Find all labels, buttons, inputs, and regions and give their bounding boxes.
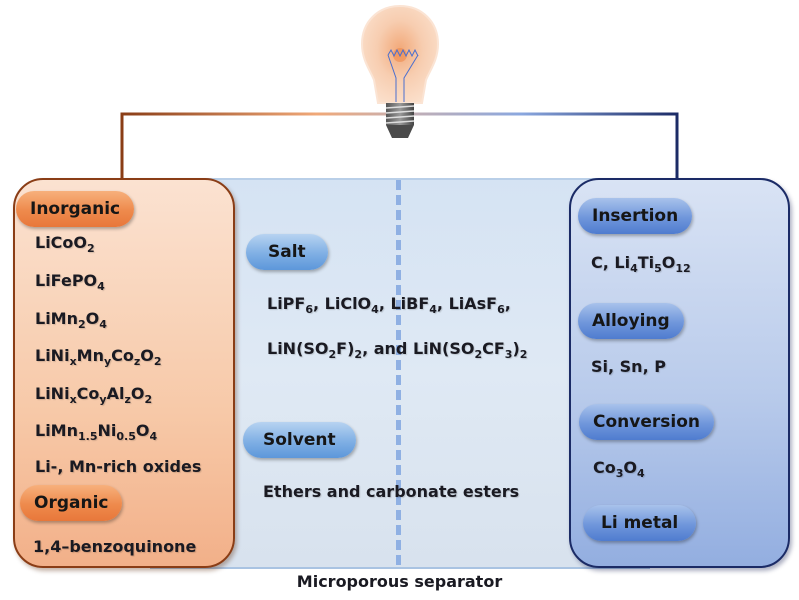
- anode-group-li-metal-label: Li metal: [583, 505, 697, 541]
- cathode-item: LiMn2O4: [35, 309, 107, 331]
- circuit-wires: [120, 4, 679, 180]
- anode-item: Si, Sn, P: [591, 357, 666, 376]
- anode-box: [569, 178, 790, 568]
- cathode-item: LiNixCoyAlzO2: [35, 384, 153, 406]
- solvent-description: Ethers and carbonate esters: [263, 482, 520, 501]
- separator-dashed-line: [396, 180, 401, 565]
- anode-item: Co3O4: [593, 458, 645, 480]
- salt-list-line1: LiPF6, LiClO4, LiBF4, LiAsF6,: [267, 294, 511, 316]
- cathode-item: LiMn1.5Ni0.5O4: [35, 421, 158, 443]
- cathode-item: LiNixMnyCozO2: [35, 346, 162, 368]
- separator-caption: Microporous separator: [296, 572, 503, 591]
- cathode-item: LiCoO2: [35, 233, 95, 255]
- salt-list-line2: LiN(SO2F)2, and LiN(SO2CF3)2: [267, 339, 528, 361]
- cathode-group-organic-label: Organic: [20, 485, 123, 521]
- anode-group-alloying-label: Alloying: [578, 303, 684, 339]
- cathode-item: Li-, Mn-rich oxides: [35, 457, 202, 476]
- solvent-label: Solvent: [243, 422, 356, 458]
- cathode-item: LiFePO4: [35, 271, 105, 293]
- anode-item: C, Li4Ti5O12: [591, 253, 691, 275]
- anode-group-conversion-label: Conversion: [579, 404, 714, 440]
- cathode-group-inorganic-label: Inorganic: [16, 191, 135, 227]
- cathode-item: 1,4–benzoquinone: [33, 537, 197, 556]
- light-bulb-icon: [360, 4, 440, 138]
- salt-label: Salt: [246, 234, 328, 270]
- anode-group-insertion-label: Insertion: [578, 198, 693, 234]
